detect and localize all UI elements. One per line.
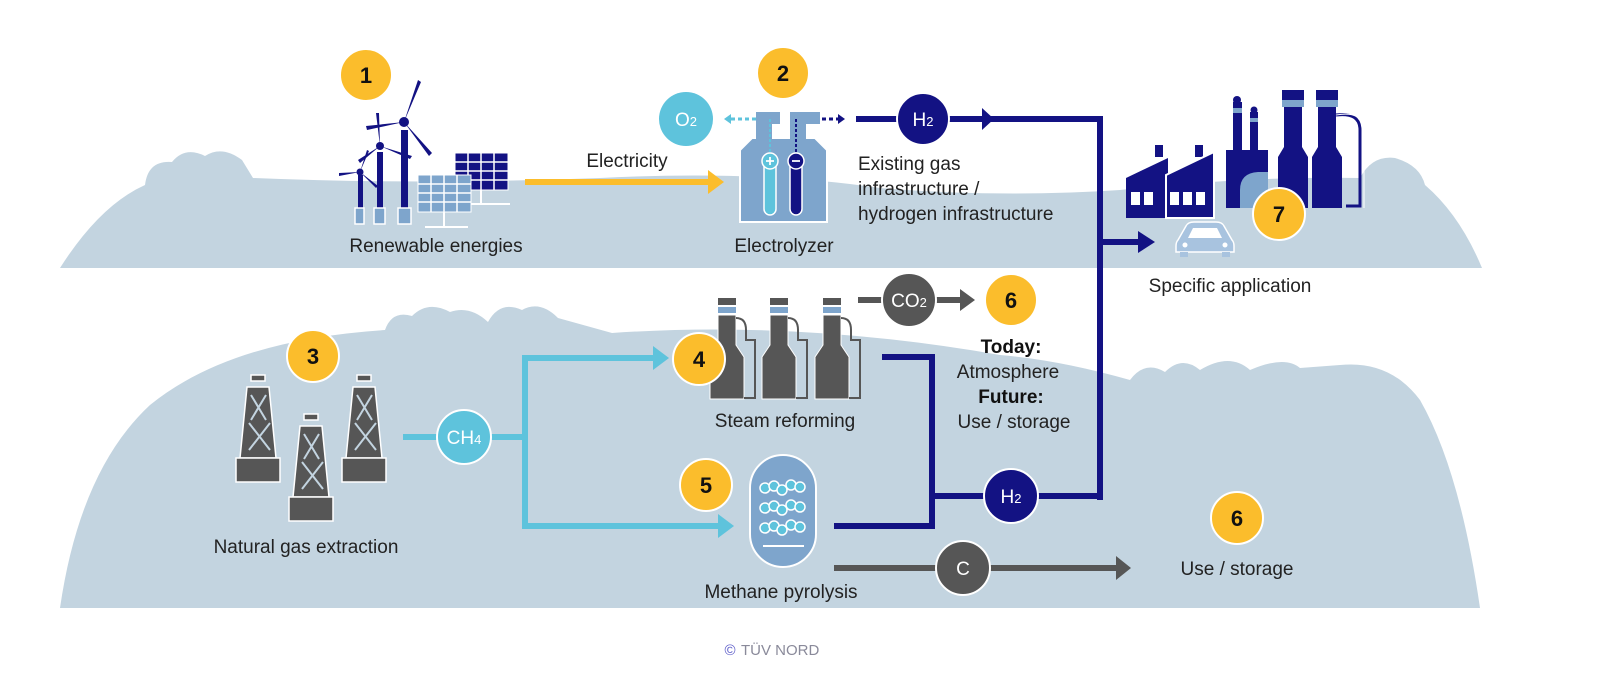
renewables-label: Renewable energies xyxy=(349,236,522,257)
svg-text:3: 3 xyxy=(307,344,319,369)
solar-panel-icon xyxy=(417,152,510,228)
future-heading: Future: xyxy=(978,387,1043,408)
svg-text:CO2: CO2 xyxy=(891,291,927,312)
electricity-label: Electricity xyxy=(586,151,668,172)
svg-text:6: 6 xyxy=(1005,288,1017,313)
svg-text:H2: H2 xyxy=(1001,487,1022,508)
step-badge-4: 4 xyxy=(672,332,726,386)
oxygen-dotted-arrow xyxy=(724,114,770,124)
wind-turbine-icon xyxy=(339,80,432,225)
methane-molecule: CH4 xyxy=(436,409,492,465)
factory-icon xyxy=(1126,145,1215,219)
electrolyzer-icon xyxy=(739,112,828,223)
step-badge-7: 7 xyxy=(1252,187,1306,241)
infrastructure-label-line2: infrastructure / xyxy=(858,179,980,200)
carbon-use-label: Use / storage xyxy=(1181,559,1294,580)
copyright-footer: © TÜV NORD xyxy=(724,641,819,659)
copyright-text: TÜV NORD xyxy=(741,641,820,659)
hydrogen-molecule-top: H2 xyxy=(896,92,950,146)
infrastructure-label-line1: Existing gas xyxy=(858,154,960,175)
svg-text:4: 4 xyxy=(693,347,706,372)
svg-text:2: 2 xyxy=(777,61,789,86)
step-badge-6-carbon: 6 xyxy=(1210,491,1264,545)
electrolyzer-label: Electrolyzer xyxy=(734,236,834,257)
co2-molecule: CO2 xyxy=(881,272,937,328)
car-icon xyxy=(1175,221,1235,257)
svg-text:1: 1 xyxy=(360,63,372,88)
oil-rig-icon xyxy=(235,374,387,522)
svg-text:O2: O2 xyxy=(675,110,697,131)
svg-text:7: 7 xyxy=(1273,202,1285,227)
steam-reforming-label: Steam reforming xyxy=(715,411,855,432)
steam-reformer-icon xyxy=(709,298,861,400)
svg-text:CH4: CH4 xyxy=(447,428,482,449)
svg-text:5: 5 xyxy=(700,473,712,498)
application-label: Specific application xyxy=(1149,276,1312,297)
oxygen-molecule: O2 xyxy=(659,92,713,146)
step-badge-3: 3 xyxy=(286,329,340,383)
pyrolysis-reactor-icon xyxy=(749,454,817,568)
hydrogen-molecule-bottom: H2 xyxy=(983,468,1039,524)
hydrogen-dotted-arrow xyxy=(822,114,845,124)
step-badge-5: 5 xyxy=(679,458,733,512)
today-value: Atmosphere xyxy=(957,362,1059,383)
svg-text:6: 6 xyxy=(1231,506,1243,531)
methane-pyrolysis-label: Methane pyrolysis xyxy=(704,582,857,603)
svg-text:C: C xyxy=(956,559,970,580)
today-heading: Today: xyxy=(981,337,1042,358)
future-value: Use / storage xyxy=(958,412,1071,433)
svg-text:H2: H2 xyxy=(913,110,934,131)
infrastructure-label-line3: hydrogen infrastructure xyxy=(858,204,1053,225)
natural-gas-label: Natural gas extraction xyxy=(214,537,399,558)
step-badge-1: 1 xyxy=(339,48,393,102)
carbon-molecule: C xyxy=(935,540,991,596)
copyright-icon: © xyxy=(724,642,735,659)
step-badge-2: 2 xyxy=(756,46,810,100)
electricity-arrow xyxy=(525,170,724,194)
step-badge-6-co2: 6 xyxy=(984,273,1038,327)
